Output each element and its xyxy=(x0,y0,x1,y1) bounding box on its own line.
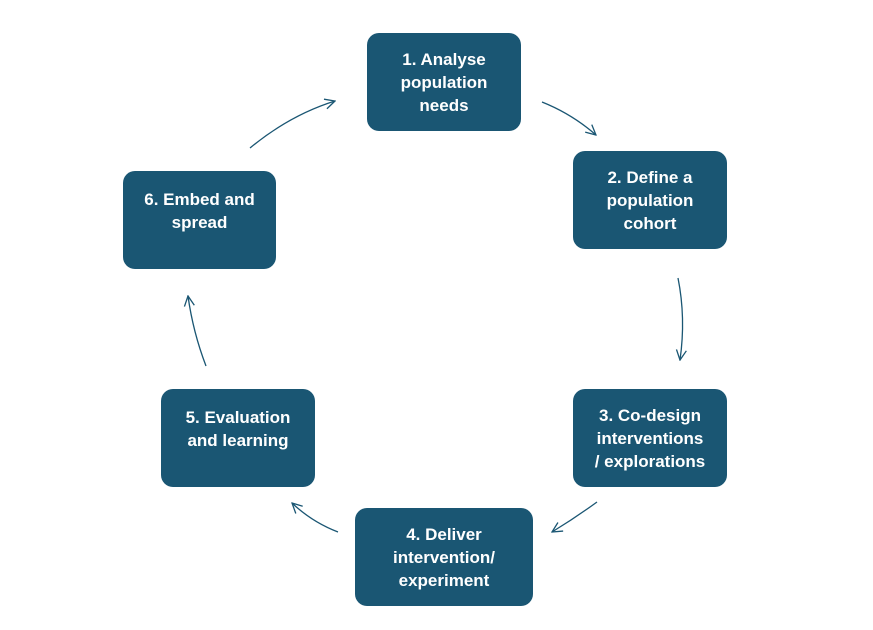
step-4-line-3: experiment xyxy=(398,570,490,590)
step-4-line-2: intervention/ xyxy=(392,547,495,567)
step-1-line-2: population xyxy=(400,72,488,92)
step-6-line-2: spread xyxy=(171,213,228,232)
step-2-line-1: 2. Define a xyxy=(607,167,693,187)
step-1-analyse-population-needs: 1. Analyse population needs xyxy=(367,33,521,131)
step-5-line-1: 5. Evaluation xyxy=(185,408,291,427)
step-2-line-2: population xyxy=(606,190,694,210)
arrow-2-to-3 xyxy=(678,277,683,360)
step-3-line-3: / explorations xyxy=(594,451,706,471)
step-1-line-3: needs xyxy=(419,95,469,115)
step-3-line-1: 3. Co-design xyxy=(598,405,701,425)
arrow-6-to-1 xyxy=(249,101,335,149)
step-2-line-3: cohort xyxy=(623,213,677,233)
step-3-line-2: interventions xyxy=(596,428,704,448)
step-4-line-1: 4. Deliver xyxy=(406,524,482,544)
step-1-line-1: 1. Analyse xyxy=(402,49,486,69)
step-6-embed-and-spread: 6. Embed and spread xyxy=(123,171,276,269)
step-4-deliver-intervention: 4. Deliver intervention/experiment xyxy=(355,508,533,606)
arrow-1-to-2 xyxy=(541,101,596,135)
step-6-line-1: 6. Embed and xyxy=(144,190,255,209)
step-5-evaluation-and-learning: 5. Evaluation and learning xyxy=(161,389,315,487)
step-2-define-population-cohort: 2. Define a population cohort xyxy=(573,151,727,249)
step-3-co-design-interventions: 3. Co-design interventions / explorations xyxy=(573,389,727,487)
arrow-3-to-4 xyxy=(552,501,598,532)
arrow-4-to-5 xyxy=(292,503,339,533)
arrow-5-to-6 xyxy=(188,296,207,367)
step-5-line-2: and learning xyxy=(187,431,289,450)
